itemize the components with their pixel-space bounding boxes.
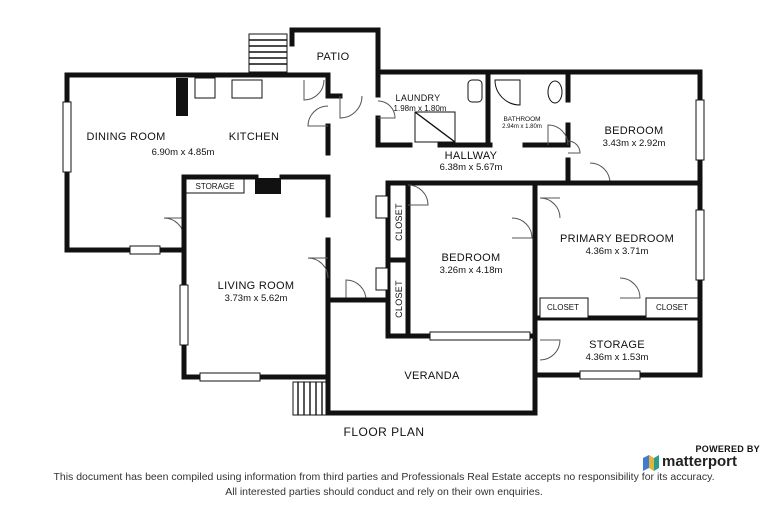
primary-bedroom-walls bbox=[375, 180, 705, 380]
shower bbox=[494, 79, 521, 106]
storage-window bbox=[579, 370, 641, 380]
dining-dims: 6.90m x 4.85m bbox=[151, 147, 215, 158]
fireplace bbox=[255, 178, 281, 194]
living-window-south bbox=[199, 372, 261, 382]
kitchen-hall-door bbox=[307, 105, 329, 127]
kitchen-door bbox=[303, 79, 325, 101]
small-storage-box bbox=[185, 178, 245, 194]
disclaimer: This document has been compiled using in… bbox=[0, 470, 768, 500]
toilet bbox=[467, 79, 483, 103]
closet-d-box bbox=[645, 297, 699, 319]
matterport-logo-icon bbox=[643, 455, 659, 471]
storage-dims: 4.36m x 1.53m bbox=[585, 352, 649, 363]
bedroom2-dims: 3.26m x 4.18m bbox=[439, 265, 503, 276]
primary-bedroom-dims: 4.36m x 3.71m bbox=[585, 246, 649, 257]
veranda-stair-treads bbox=[297, 382, 323, 415]
closet-c-label: CLOSET bbox=[546, 303, 580, 312]
plan-title: FLOOR PLAN bbox=[343, 425, 425, 439]
primary-window bbox=[695, 209, 705, 281]
living-window-west bbox=[179, 284, 189, 346]
kitchen-sink bbox=[231, 79, 263, 99]
disclaimer-line-1: This document has been compiled using in… bbox=[53, 471, 715, 483]
closet-d-label: CLOSET bbox=[655, 303, 689, 312]
stove bbox=[194, 77, 216, 99]
brand-powered-by: POWERED BY bbox=[695, 444, 760, 454]
hall-south-door bbox=[345, 279, 367, 301]
closet-b-label: CLOSET bbox=[394, 280, 404, 318]
bedroom2-window bbox=[429, 331, 531, 341]
storage-label: STORAGE bbox=[589, 339, 645, 351]
bedroom1-dims: 3.43m x 2.92m bbox=[602, 138, 666, 149]
primary-door bbox=[539, 197, 561, 219]
bath-basin bbox=[547, 80, 563, 104]
storage-door bbox=[539, 339, 561, 361]
bedroom2-door bbox=[407, 184, 429, 206]
laundry-label: LAUNDRY bbox=[395, 93, 441, 103]
living-room-dims: 3.73m x 5.62m bbox=[224, 293, 288, 304]
laundry-door bbox=[377, 100, 396, 119]
living-room-walls bbox=[179, 193, 331, 416]
brand-name: matterport bbox=[662, 453, 738, 470]
disclaimer-line-2: All interested parties should conduct an… bbox=[225, 486, 543, 498]
bedroom1-window bbox=[695, 99, 705, 161]
patio-label: PATIO bbox=[316, 51, 350, 63]
closet-c-box bbox=[539, 297, 589, 319]
hallway-label: HALLWAY bbox=[444, 150, 498, 162]
closet-a-door bbox=[375, 195, 389, 219]
laundry-dims: 1.98m x 1.80m bbox=[393, 104, 447, 113]
closet-b-door bbox=[375, 267, 389, 291]
hallway-dims: 6.38m x 5.67m bbox=[439, 162, 503, 173]
patio-walls bbox=[248, 27, 381, 75]
bedroom1-door bbox=[567, 140, 581, 154]
matterport-brand: POWERED BY matterport bbox=[640, 444, 760, 474]
living-room-label: LIVING ROOM bbox=[217, 280, 295, 292]
dining-kitchen-walls bbox=[62, 72, 331, 255]
bedroom2-label: BEDROOM bbox=[441, 252, 501, 264]
bedroom1-inner-door bbox=[589, 162, 611, 184]
veranda-label: VERANDA bbox=[404, 370, 460, 382]
hallway-walls bbox=[325, 69, 571, 148]
dining-label: DINING ROOM bbox=[86, 131, 166, 143]
fridge bbox=[176, 78, 188, 116]
veranda-walls bbox=[325, 372, 538, 416]
bathroom-dims: 2.94m x 1.80m bbox=[502, 124, 542, 130]
patio-stair-treads bbox=[249, 39, 287, 65]
bedroom2-inner-door bbox=[511, 217, 533, 239]
kitchen-label: KITCHEN bbox=[228, 131, 280, 143]
dining-window-south bbox=[129, 245, 161, 255]
laundry-tub-line bbox=[414, 111, 456, 143]
bedroom1-label: BEDROOM bbox=[604, 125, 664, 137]
bedroom2-walls bbox=[325, 180, 538, 341]
bathroom-label: BATHROOM bbox=[503, 116, 541, 123]
primary-bedroom-label: PRIMARY BEDROOM bbox=[559, 233, 675, 245]
hallway-door bbox=[339, 95, 363, 119]
living-door bbox=[307, 257, 329, 279]
dining-exterior-door bbox=[163, 217, 185, 239]
dining-window bbox=[62, 101, 72, 173]
bathroom-door bbox=[547, 124, 569, 146]
storage-small-label: STORAGE bbox=[195, 182, 235, 191]
closet-a-label: CLOSET bbox=[394, 203, 404, 241]
closet-d-door bbox=[619, 277, 641, 299]
